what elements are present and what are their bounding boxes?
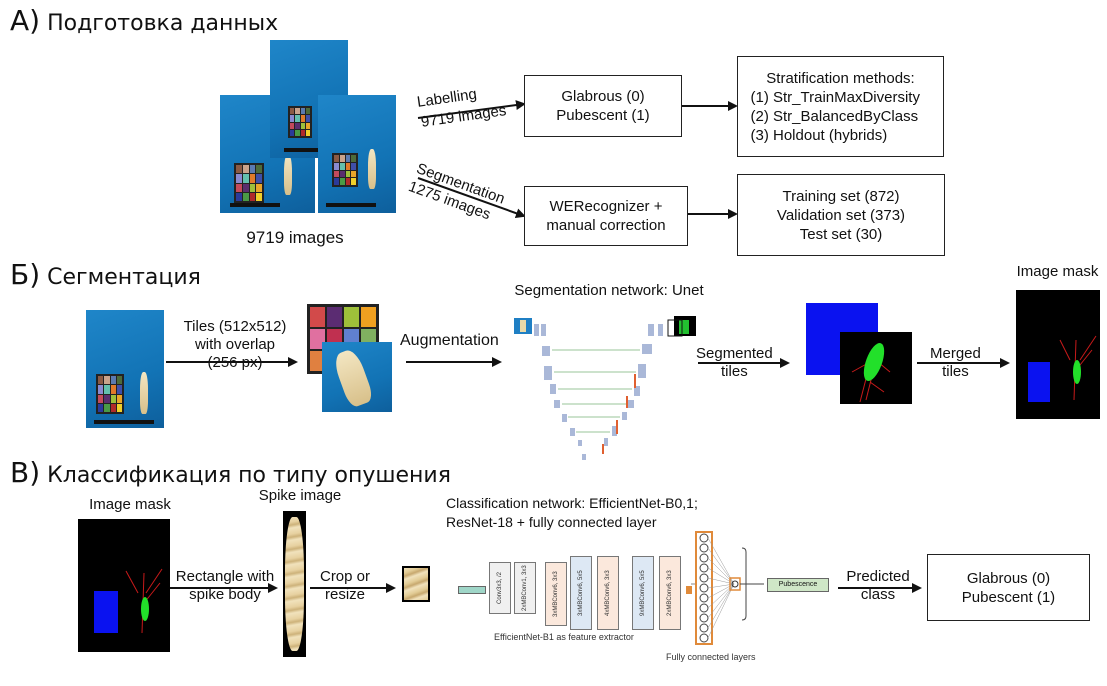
predicted-label: Predicted class [842, 568, 914, 604]
unet-diagram [514, 316, 696, 460]
section-c-heading: Классификация по типу опушения [47, 463, 451, 488]
section-b-title: Б) Сегментация [10, 258, 201, 291]
werecognizer-line1: WERecognizer + [549, 198, 663, 215]
crop-line2: resize [324, 586, 365, 603]
image-mask-title-c: Image mask [89, 496, 171, 513]
label-class-0: Glabrous (0) [561, 88, 645, 105]
crop-line1: Crop or [319, 568, 371, 585]
section-c-letter: В) [10, 456, 41, 489]
section-a-title: А) Подготовка данных [10, 4, 278, 37]
label-classes-box: Glabrous (0) Pubescent (1) [524, 75, 682, 137]
cropped-spike [402, 566, 430, 602]
result-class-1: Pubescent (1) [961, 588, 1056, 606]
color-checker [332, 153, 358, 187]
result-classes-box: Glabrous (0) Pubescent (1) [927, 554, 1090, 621]
werecognizer-line2: manual correction [546, 217, 666, 234]
rectangle-line2: spike body [189, 586, 261, 603]
color-checker [234, 163, 264, 203]
segmented-line1: Segmented [696, 345, 773, 362]
tiles-line2: with overlap [194, 336, 276, 353]
segmented-line2: tiles [721, 363, 748, 380]
merged-label: Merged tiles [930, 345, 981, 381]
input-arrow-block [458, 586, 486, 594]
segmented-tile-spike [840, 332, 912, 404]
wheat-photo-right [318, 95, 396, 213]
stratification-item: (2) Str_BalancedByClass [750, 107, 919, 125]
dataset-sets-box: Training set (872) Validation set (373) … [737, 174, 945, 256]
result-class-0: Glabrous (0) [966, 569, 1051, 587]
efficientnet-diagram [686, 531, 764, 645]
merged-line1: Merged [930, 345, 981, 362]
crop-label: Crop or resize [315, 568, 375, 604]
stratification-title: Stratification methods: [766, 69, 915, 87]
tiles-line1: Tiles (512x512) [183, 318, 287, 335]
color-checker [96, 374, 124, 414]
set-item: Test set (30) [799, 225, 883, 243]
spike-image-title: Spike image [258, 487, 342, 504]
pubescence-node: Pubescence [767, 578, 829, 592]
stratification-item: (1) Str_TrainMaxDiversity [750, 88, 920, 106]
set-item: Validation set (373) [776, 206, 906, 224]
classification-network-title: Classification network: EfficientNet-B0,… [446, 494, 698, 532]
fc-caption: Fully connected layers [666, 652, 756, 662]
section-b-heading: Сегментация [47, 265, 201, 290]
tiles-line3: (256 px) [207, 354, 263, 371]
unet-title: Segmentation network: Unet [514, 282, 704, 299]
spike-image [283, 511, 306, 657]
classification-title-line1: Classification network: EfficientNet-B0,… [446, 495, 698, 511]
tile-spike [322, 342, 392, 412]
set-item: Training set (872) [782, 187, 900, 205]
source-photo [86, 310, 164, 428]
tiles-label: Tiles (512x512) with overlap (256 px) [170, 318, 300, 372]
predicted-line1: Predicted [846, 568, 910, 585]
image-mask-title-b: Image mask [1016, 263, 1099, 280]
section-b-letter: Б) [10, 258, 41, 291]
images-caption: 9719 images [246, 228, 344, 247]
segmented-label: Segmented tiles [696, 345, 773, 381]
rectangle-label: Rectangle with spike body [170, 568, 280, 604]
rectangle-line1: Rectangle with [175, 568, 275, 585]
feature-extractor-caption: EfficientNet-B1 as feature extractor [494, 632, 634, 642]
stratification-item: (3) Holdout (hybrids) [750, 126, 888, 144]
classification-title-line2: ResNet-18 + fully connected layer [446, 514, 657, 530]
augmentation-label: Augmentation [400, 332, 499, 349]
image-mask-b [1016, 290, 1100, 419]
werecognizer-box: WERecognizer + manual correction [524, 186, 688, 246]
section-a-heading: Подготовка данных [47, 11, 279, 36]
merged-line2: tiles [942, 363, 969, 380]
image-mask-c [78, 519, 170, 652]
label-class-1: Pubescent (1) [556, 107, 650, 124]
color-checker [288, 106, 312, 138]
predicted-line2: class [860, 586, 896, 603]
section-a-letter: А) [10, 4, 41, 37]
section-c-title: В) Классификация по типу опушения [10, 456, 451, 489]
stratification-box: Stratification methods: (1) Str_TrainMax… [737, 56, 944, 157]
